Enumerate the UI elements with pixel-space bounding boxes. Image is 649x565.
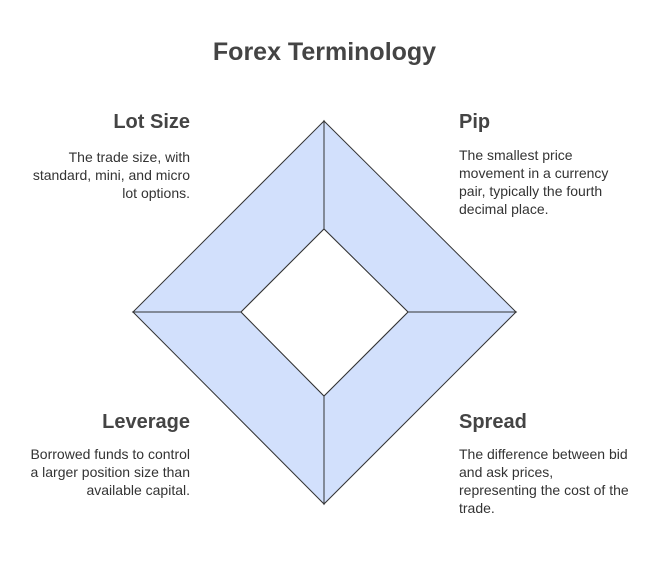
pip-description: The smallest price movement in a currenc… bbox=[459, 147, 609, 217]
spread-description: The difference between bid and ask price… bbox=[459, 446, 629, 516]
leverage-heading: Leverage bbox=[102, 411, 190, 433]
pip-heading: Pip bbox=[459, 111, 491, 133]
leverage-description: Borrowed funds to control a larger posit… bbox=[30, 446, 190, 498]
page-title: Forex Terminology bbox=[212, 38, 437, 66]
inner-diamond bbox=[240, 228, 409, 397]
lot-size-description: The trade size, with standard, mini, and… bbox=[32, 149, 190, 201]
spread-heading: Spread bbox=[459, 411, 527, 433]
lot-size-heading: Lot Size bbox=[113, 111, 190, 133]
